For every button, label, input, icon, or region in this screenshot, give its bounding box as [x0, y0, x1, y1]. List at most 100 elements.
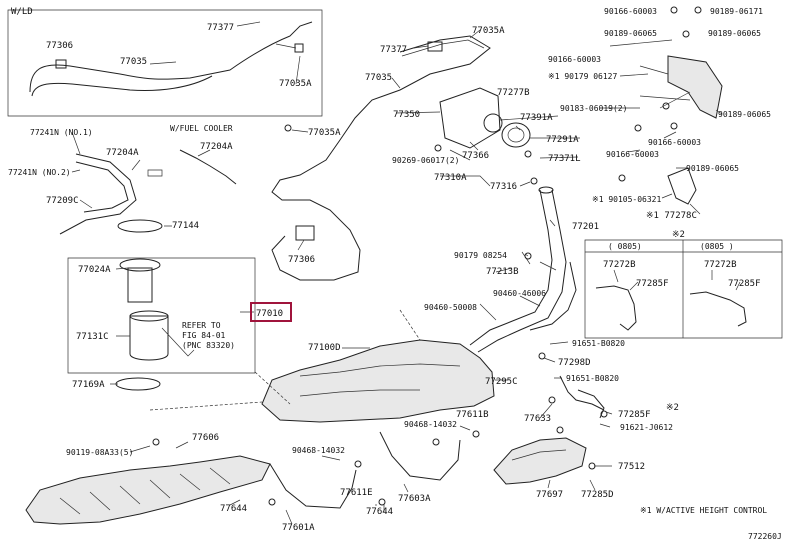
- label-x2-a: ※2: [672, 230, 685, 240]
- label-77277B: 77277B: [497, 88, 530, 98]
- filler-neck-cap: [501, 122, 531, 148]
- fuel-tank-77100D: [261, 339, 495, 423]
- label-77204A-a: 77204A: [106, 148, 139, 158]
- label-x2-b: ※2: [666, 403, 679, 413]
- label-77611E: 77611E: [340, 488, 373, 498]
- breather-hose: [529, 261, 577, 331]
- bolt: [472, 430, 480, 438]
- fuel-cooler-line: [179, 149, 237, 185]
- label-90189-e: 90189-06065: [686, 164, 739, 173]
- variant-right-bracket: [689, 291, 747, 327]
- bolt: [524, 150, 532, 158]
- bolt: [538, 352, 546, 360]
- bolt: [268, 498, 276, 506]
- bolt: [434, 144, 442, 152]
- label-90119: 90119-08A33(5): [66, 448, 133, 457]
- pump-float-arm: [161, 327, 195, 357]
- arrow-indicator: [147, 169, 163, 177]
- bracket-lines: [639, 65, 691, 109]
- label-77291A: 77291A: [546, 135, 579, 145]
- tank-protector-ribs: [59, 467, 231, 515]
- label-77377-a: 77377: [207, 23, 234, 33]
- bolt: [694, 6, 702, 14]
- bolt: [556, 426, 564, 434]
- label-refer-2: FIG 84-01: [182, 331, 226, 340]
- pump-canister-77131C: [129, 315, 169, 361]
- label-fuel-cooler: W/FUEL COOLER: [170, 124, 233, 133]
- label-77644-a: 77644: [220, 504, 247, 514]
- label-77391A: 77391A: [520, 113, 553, 123]
- harness-77035: [271, 35, 491, 281]
- label-77100D: 77100D: [308, 343, 341, 353]
- tank-band-77603A: [379, 431, 461, 481]
- label-90468-b: 90468-14032: [404, 420, 457, 429]
- wld-box-frame: [7, 9, 323, 117]
- bolt: [152, 438, 160, 446]
- label-77272B-a: 77272B: [603, 260, 636, 270]
- label-77209C: 77209C: [46, 196, 79, 206]
- label-77024A: 77024A: [78, 265, 111, 275]
- filler-pipe-top: [538, 186, 554, 194]
- label-77272B-b: 77272B: [704, 260, 737, 270]
- label-90166-b: 90166-60003: [548, 55, 601, 64]
- label-77035A-b: 77035A: [472, 26, 505, 36]
- label-77310A: 77310A: [434, 173, 467, 183]
- label-77512: 77512: [618, 462, 645, 472]
- bolt: [670, 122, 678, 130]
- pump-gasket-77144: [117, 219, 163, 233]
- label-77204A-b: 77204A: [200, 142, 233, 152]
- label-77169A: 77169A: [72, 380, 105, 390]
- pump-top-ring: [119, 258, 161, 272]
- bracket-77277B: [667, 55, 723, 119]
- label-77285F-a: 77285F: [636, 279, 669, 289]
- label-refer-3: (PNC 83320): [182, 341, 235, 350]
- hose-77633: [559, 375, 605, 411]
- label-77366: 77366: [462, 151, 489, 161]
- bolt: [524, 252, 532, 260]
- bracket-77697-detail: [511, 449, 567, 461]
- variant-box: [584, 239, 783, 339]
- note-active-height: ※1 W/ACTIVE HEIGHT CONTROL: [640, 506, 767, 515]
- bolt: [682, 30, 690, 38]
- bolt: [378, 498, 386, 506]
- label-77285F-b: 77285F: [728, 279, 761, 289]
- label-90179-b: ※1 90179 06127: [548, 72, 618, 81]
- label-refer-1: REFER TO: [182, 321, 221, 330]
- filler-neck-cap-inner: [507, 127, 525, 143]
- label-91651-b: 91651-B0820: [566, 374, 619, 383]
- label-91651-a: 91651-B0820: [572, 339, 625, 348]
- label-90189-a: 90189-06171: [710, 7, 763, 16]
- label-90189-d: 90189-06065: [718, 110, 771, 119]
- label-77035A-a: 77035A: [279, 79, 312, 89]
- label-90460-a: 90460-50008: [424, 303, 477, 312]
- label-77035-a: 77035: [120, 57, 147, 67]
- bolt: [432, 438, 440, 446]
- leader-lines: [71, 21, 741, 525]
- filler-pipe: [469, 189, 553, 346]
- wld-connector: [55, 59, 67, 69]
- label-77601A: 77601A: [282, 523, 315, 533]
- bolt: [354, 460, 362, 468]
- label-77306-a: 77306: [46, 41, 73, 51]
- harness-connector-top: [427, 41, 443, 52]
- bolt: [670, 6, 678, 14]
- wld-clip: [294, 43, 304, 53]
- label-77306-b: 77306: [288, 255, 315, 265]
- label-77606: 77606: [192, 433, 219, 443]
- pump-module-frame: [67, 257, 256, 374]
- label-90179-a: 90179 08254: [454, 251, 507, 260]
- highlight-box-77010: [250, 302, 292, 322]
- label-77241N-2: 77241N (NO.2): [8, 168, 71, 177]
- label-77377-b: 77377: [380, 45, 407, 55]
- label-90166-c: 90166-60003: [648, 138, 701, 147]
- ref-code: 772260J: [748, 532, 782, 541]
- label-77035A-c: 77035A: [308, 128, 341, 138]
- label-90269: 90269-06017(2): [392, 156, 459, 165]
- label-w-ld: W/LD: [11, 7, 33, 17]
- label-90189-b: 90189-06065: [604, 29, 657, 38]
- harness-77035-b: [401, 39, 485, 57]
- wld-harness-2: [31, 75, 213, 97]
- label-77644-b: 77644: [366, 507, 393, 517]
- label-77241N-1: 77241N (NO.1): [30, 128, 93, 137]
